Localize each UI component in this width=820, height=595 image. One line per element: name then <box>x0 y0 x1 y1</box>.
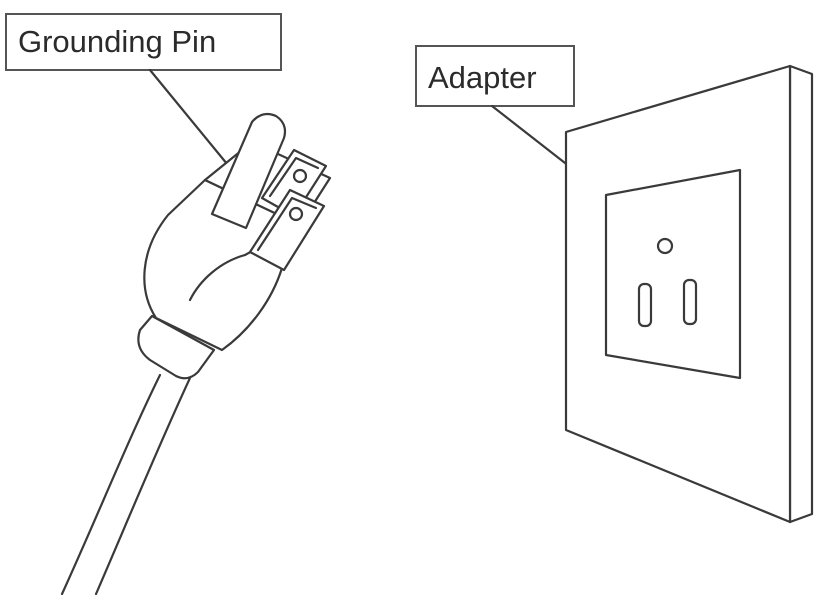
outlet-plate-side <box>788 64 814 524</box>
upper-blade-hole <box>292 168 308 184</box>
outlet-ground-hole <box>656 237 674 255</box>
lower-blade-hole <box>288 206 304 222</box>
grounding-pin-label: Grounding Pin <box>18 24 216 59</box>
lower-blade <box>248 188 326 272</box>
plug-strain-relief <box>137 314 216 380</box>
wall-outlet <box>564 64 814 524</box>
power-cord <box>60 373 192 595</box>
adapter-label: Adapter <box>428 60 537 95</box>
grounding-pin-callout: Grounding Pin <box>5 13 282 172</box>
outlet-right-slot <box>682 278 698 326</box>
grounding-pin-label-box <box>5 13 282 71</box>
adapter-label-box <box>415 45 575 107</box>
outlet-receptacle <box>604 168 742 380</box>
grounding-pin-leader-line <box>148 68 234 172</box>
outlet-left-slot <box>637 282 653 328</box>
plug <box>137 112 332 380</box>
grounding-pin <box>210 112 287 230</box>
